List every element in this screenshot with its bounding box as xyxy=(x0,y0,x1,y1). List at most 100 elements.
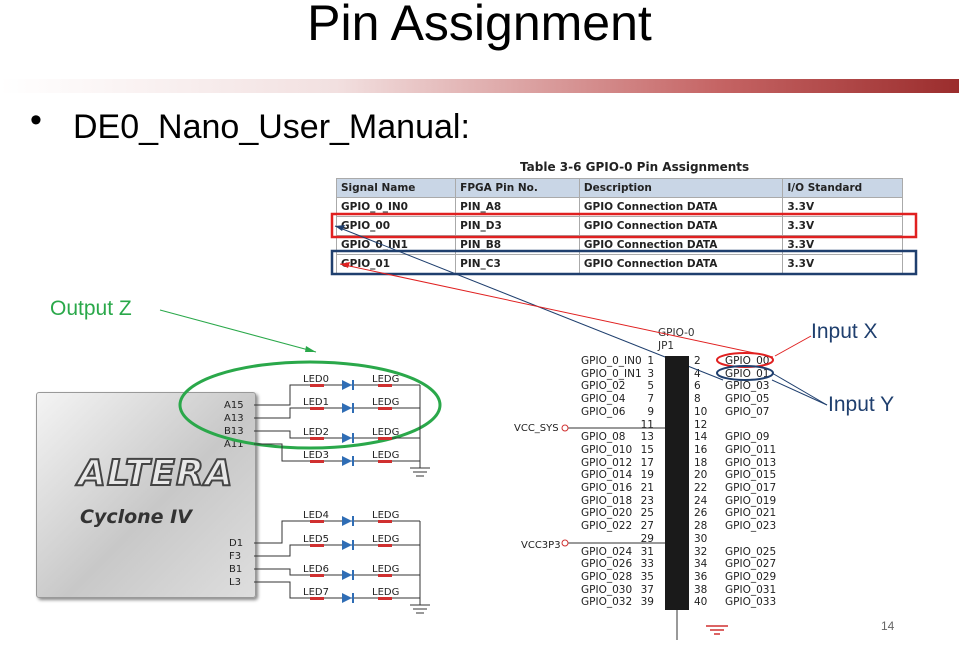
header-pin-dot xyxy=(683,523,688,529)
led-type-label: LEDG xyxy=(372,374,400,385)
header-left-signal: GPIO_014 xyxy=(581,469,633,482)
header-left-pin-number: 13 xyxy=(640,431,654,444)
led-type-label: LEDG xyxy=(372,427,400,438)
header-left-pin-number: 1 xyxy=(647,355,654,367)
header-pin-dot xyxy=(671,370,676,376)
header-left-signal: GPIO_030 xyxy=(581,583,633,596)
gpio-header-connector xyxy=(665,356,689,610)
table-cell: GPIO Connection DATA xyxy=(578,254,784,274)
header-left-pin-number: 3 xyxy=(647,367,654,380)
slide-title: Pin Assignment xyxy=(307,0,652,51)
header-pin-dot xyxy=(671,561,676,567)
header-pin-dot xyxy=(671,421,676,427)
header-right-pin-number: 14 xyxy=(694,431,708,444)
header-right-pin-number: 38 xyxy=(694,583,708,596)
header-pin-dot xyxy=(671,485,676,490)
header-pin-dot xyxy=(671,408,676,414)
fpga-chip xyxy=(36,392,256,598)
header-pin-dot xyxy=(671,472,676,478)
header-right-signal: GPIO_013 xyxy=(725,456,777,469)
header-name: GPIO-0 xyxy=(658,327,695,339)
header-left-pin-number: 35 xyxy=(640,570,654,583)
header-right-pin-number: 36 xyxy=(694,570,708,583)
header-left-signal: GPIO_026 xyxy=(581,558,633,571)
header-left-signal: GPIO_022 xyxy=(581,520,633,533)
vcc3p3-label: VCC3P3 xyxy=(521,540,561,551)
led-label: LED0 xyxy=(303,374,329,385)
header-right-signal: GPIO_09 xyxy=(725,431,770,444)
header-right-pin-number: 22 xyxy=(694,482,708,494)
input-y-label: Input Y xyxy=(828,393,895,416)
output-z-label: Output Z xyxy=(50,297,132,320)
header-right-signal: GPIO_017 xyxy=(725,482,777,494)
header-right-pin-number: 40 xyxy=(694,596,708,609)
header-pin-dot xyxy=(683,408,688,414)
table-cell: GPIO_0_IN0 xyxy=(335,197,457,217)
chip-pin-label: A11 xyxy=(224,439,244,450)
header-left-pin-number: 5 xyxy=(647,380,654,393)
header-left-signal: GPIO_010 xyxy=(581,443,633,456)
header-left-pin-number: 39 xyxy=(640,596,654,609)
altera-logo: ALTERA xyxy=(77,452,234,495)
header-pin-dot xyxy=(683,561,688,567)
led-diode-icons xyxy=(342,380,354,603)
header-right-signal: GPIO_019 xyxy=(725,494,777,507)
led-label: LED4 xyxy=(303,510,329,521)
header-pin-dot xyxy=(671,599,676,605)
input-y-arrow xyxy=(771,379,828,406)
header-right-signal: GPIO_011 xyxy=(725,443,777,456)
gpio-pin-table: Signal Name FPGA Pin No. Description I/O… xyxy=(335,178,903,274)
gpio01-leader-line xyxy=(339,263,774,358)
header-pin-dot xyxy=(671,396,676,402)
header-left-pin-number: 17 xyxy=(640,456,654,469)
table-row: GPIO_0_IN1 PIN_B8 GPIO Connection DATA 3… xyxy=(335,235,903,255)
header-left-pin-number: 27 xyxy=(640,520,654,533)
led-label: LED5 xyxy=(303,534,329,545)
header-left-pin-number: 21 xyxy=(640,482,654,494)
header-left-signal: GPIO_08 xyxy=(581,431,626,444)
arrowhead xyxy=(305,346,316,352)
table-header-cell: I/O Standard xyxy=(782,178,903,198)
header-right-pin-number: 16 xyxy=(694,443,708,456)
vcc-sys-terminal xyxy=(561,424,569,432)
input-x-label: Input X xyxy=(811,320,878,343)
header-left-pin-number: 11 xyxy=(640,418,654,431)
title-divider-bar xyxy=(0,79,959,93)
table-cell: PIN_A8 xyxy=(455,197,580,217)
header-pin-dot xyxy=(671,358,676,363)
table-cell: GPIO_0_IN1 xyxy=(335,235,457,255)
header-left-pin-number: 23 xyxy=(640,494,654,507)
table-cell: PIN_B8 xyxy=(455,235,580,255)
header-pin-dot xyxy=(683,383,688,389)
header-left-signal: GPIO_06 xyxy=(581,405,626,418)
header-left-pin-number: 31 xyxy=(640,545,654,558)
table-cell: 3.3V xyxy=(782,235,903,255)
chip-pin-label: B1 xyxy=(229,564,243,575)
header-pin-dot xyxy=(671,446,676,452)
header-right-pin-number: 26 xyxy=(694,507,708,520)
header-left-signal: GPIO_018 xyxy=(581,494,633,507)
header-left-signal: GPIO_0_IN0 xyxy=(581,355,642,367)
header-right-signal: GPIO_027 xyxy=(725,558,777,571)
header-left-pin-number: 25 xyxy=(640,507,654,520)
table-cell: GPIO_00 xyxy=(335,216,457,236)
table-cell: 3.3V xyxy=(782,254,903,274)
header-right-pin-number: 32 xyxy=(694,545,708,558)
chip-pin-label: A15 xyxy=(224,400,244,411)
header-pin-dot xyxy=(671,523,676,529)
table-header-cell: FPGA Pin No. xyxy=(455,178,580,198)
table-cell: GPIO Connection DATA xyxy=(578,216,784,236)
page-number: 14 xyxy=(881,619,895,633)
header-right-pin-number: 28 xyxy=(694,520,708,533)
header-left-pin-number: 29 xyxy=(640,532,654,545)
table-cell: 3.3V xyxy=(782,197,903,217)
header-pin-dot xyxy=(683,535,688,541)
header-pin-dot xyxy=(671,535,676,541)
header-right-signal: GPIO_01 xyxy=(725,367,770,380)
header-pin-dot xyxy=(683,485,688,490)
header-right-signal: GPIO_033 xyxy=(725,596,777,609)
header-pin-dot xyxy=(671,510,676,516)
output-z-arrow xyxy=(159,309,317,353)
header-left-signal: GPIO_024 xyxy=(581,545,633,558)
led-label: LED7 xyxy=(303,587,329,598)
